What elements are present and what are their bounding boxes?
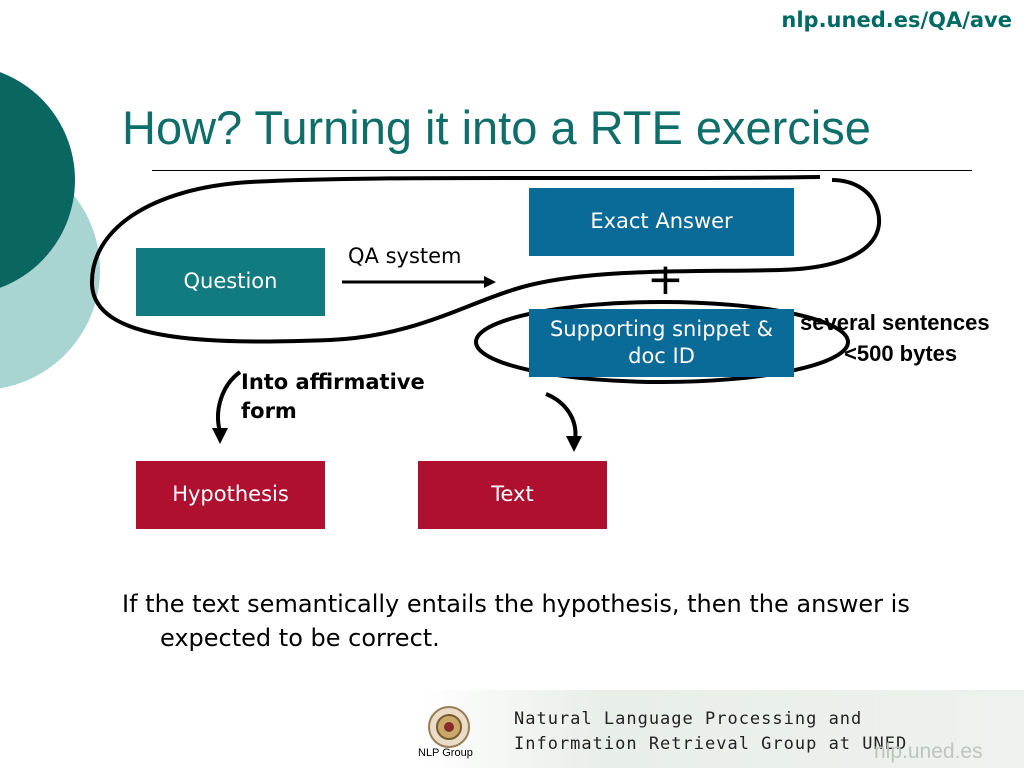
big-loop: [89, 175, 882, 344]
dark-teal-circle: [0, 72, 75, 288]
hypothesis-arrow-head: [212, 428, 228, 444]
hypothesis-arrow: [216, 370, 242, 433]
logo-label: NLP Group: [418, 747, 473, 759]
footer-line-2: Information Retrieval Group at UNED: [514, 733, 908, 754]
footer-line-1: Natural Language Processing and: [514, 709, 863, 729]
footer-group-name: Natural Language Processing and Informat…: [514, 707, 907, 756]
text-box: Text: [418, 461, 607, 529]
hypothesis-box: Hypothesis: [136, 461, 325, 529]
title-divider: [152, 170, 972, 171]
supporting-snippet-box: Supporting snippet & doc ID: [529, 309, 794, 377]
qa-system-label: QA system: [348, 244, 462, 268]
footer-url[interactable]: nlp.uned.es: [874, 740, 983, 763]
decorative-circles: [0, 72, 100, 389]
nlp-group-logo-icon: [428, 706, 470, 748]
byte-limit-note: <500 bytes: [844, 341, 958, 366]
affirmative-form-label: Into affirmative form: [241, 370, 425, 424]
qa-arrow-head: [484, 276, 496, 288]
question-box: Question: [136, 248, 325, 316]
several-sentences-note: several sentences: [800, 310, 990, 335]
plus-sign: +: [647, 254, 684, 305]
text-arrow-head: [566, 436, 582, 452]
bullet-text: If the text semantically entails the hyp…: [122, 590, 910, 652]
text-arrow: [545, 392, 578, 441]
header-url[interactable]: nlp.uned.es/QA/ave: [781, 8, 1012, 32]
slide-title: How? Turning it into a RTE exercise: [122, 101, 871, 154]
footer-band: [420, 690, 1024, 768]
exact-answer-box: Exact Answer: [529, 188, 794, 256]
bullet-point: If the text semantically entails the hyp…: [122, 588, 980, 655]
snippet-ellipse: [474, 300, 850, 384]
